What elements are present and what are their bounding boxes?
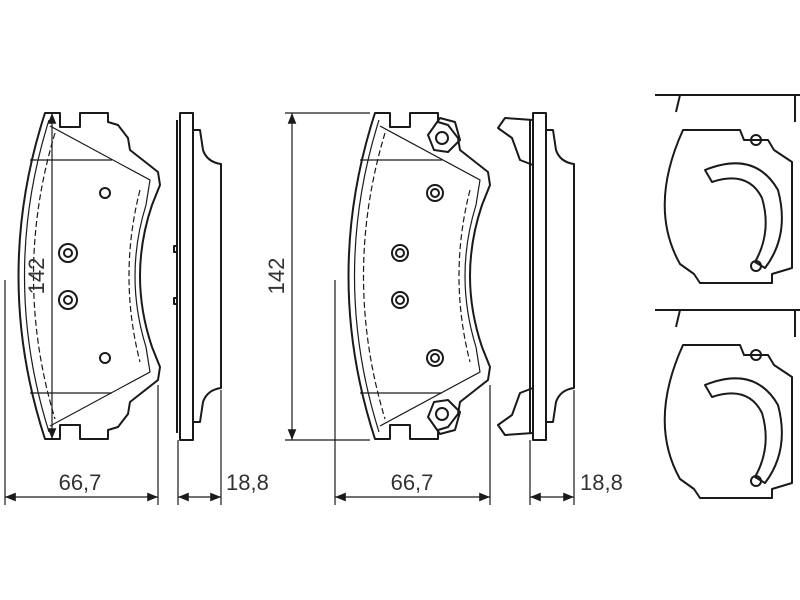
clip-icon xyxy=(497,387,534,436)
rivet-icon xyxy=(391,291,409,309)
wear-sensor-clip-icon xyxy=(427,117,461,153)
width-label: 66,7 xyxy=(59,470,102,495)
wear-sensor-clip-icon xyxy=(427,399,461,435)
thickness-label: 18,8 xyxy=(580,470,623,495)
retaining-spring-top xyxy=(654,94,800,284)
pad-hole xyxy=(99,352,111,364)
thickness-label: 18,8 xyxy=(226,470,269,495)
height-label: 142 xyxy=(264,258,289,295)
rivet-icon xyxy=(58,290,78,310)
rivet-icon xyxy=(426,184,444,202)
height-dimension-rear: 142 xyxy=(264,112,370,441)
retaining-spring-bottom xyxy=(654,309,800,499)
pad-rear-view xyxy=(347,112,491,440)
thickness-dimension-rear: 18,8 xyxy=(529,390,623,505)
width-dimension-front: 66,7 xyxy=(4,280,159,505)
pad-side-view-with-clips xyxy=(497,112,575,441)
pad-front-view: 142 xyxy=(17,112,161,440)
rivet-icon xyxy=(426,349,444,367)
thickness-dimension-front: 18,8 xyxy=(177,390,269,505)
width-label: 66,7 xyxy=(391,470,434,495)
rivet-icon xyxy=(58,243,78,263)
pad-hole xyxy=(99,187,111,199)
width-dimension-rear: 66,7 xyxy=(334,280,491,505)
clip-icon xyxy=(497,117,534,166)
rivet-icon xyxy=(391,244,409,262)
height-label: 142 xyxy=(24,258,49,295)
pad-side-view xyxy=(173,112,222,441)
